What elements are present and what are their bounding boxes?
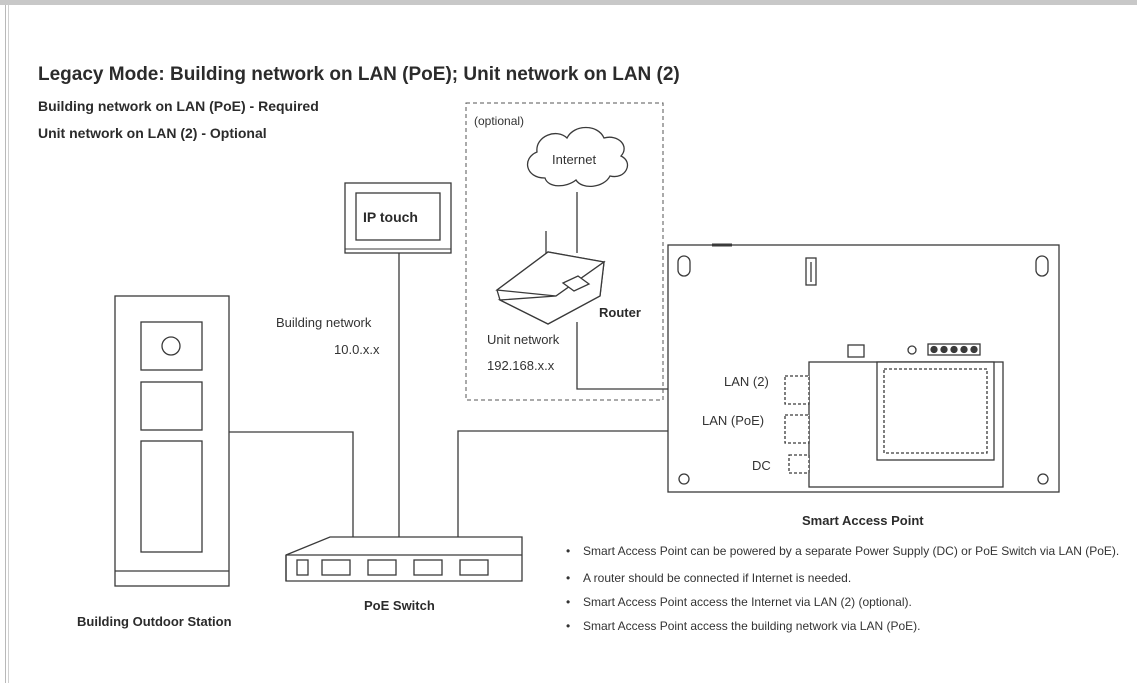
router-icon xyxy=(495,231,606,325)
port-lan2-label: LAN (2) xyxy=(724,374,769,389)
internet-cloud-icon xyxy=(527,126,629,187)
link-outdoor-to-switch xyxy=(229,431,354,540)
window-top-border xyxy=(0,0,1137,5)
optional-tag: (optional) xyxy=(474,114,525,128)
outdoor-station-icon xyxy=(114,295,230,587)
unit-network-ip: 192.168.x.x xyxy=(487,358,555,373)
note-text: Smart Access Point access the Internet v… xyxy=(583,595,912,609)
router-label: Router xyxy=(599,305,641,320)
window-left-border-inner xyxy=(8,5,9,683)
port-dc-label: DC xyxy=(752,458,771,473)
optional-region-box xyxy=(465,102,664,401)
unit-network-label: Unit network xyxy=(487,332,560,347)
ip-touch-label: IP touch xyxy=(363,209,418,225)
port-lan-poe-label: LAN (PoE) xyxy=(702,413,765,428)
note-text: Smart Access Point access the building n… xyxy=(583,619,921,633)
poe-switch-icon xyxy=(285,536,523,582)
subtitle-required: Building network on LAN (PoE) - Required xyxy=(38,98,319,114)
notes-list: •Smart Access Point can be powered by a … xyxy=(566,544,1121,634)
page-title: Legacy Mode: Building network on LAN (Po… xyxy=(38,64,680,85)
subtitle-optional: Unit network on LAN (2) - Optional xyxy=(38,125,267,141)
window-left-border xyxy=(5,5,6,683)
internet-label: Internet xyxy=(552,152,597,167)
note-item: •Smart Access Point access the Internet … xyxy=(566,595,912,609)
ip-touch-device-icon xyxy=(344,182,452,254)
note-item: •A router should be connected if Interne… xyxy=(566,571,852,585)
smart-access-point-icon xyxy=(667,243,1060,493)
note-text: A router should be connected if Internet… xyxy=(583,571,852,585)
note-item: •Smart Access Point access the building … xyxy=(566,619,921,633)
building-network-label: Building network xyxy=(276,315,372,330)
poe-switch-label: PoE Switch xyxy=(364,598,435,613)
smart-access-point-label: Smart Access Point xyxy=(802,513,924,528)
note-text: Smart Access Point can be powered by a s… xyxy=(583,544,1120,558)
note-item: •Smart Access Point can be powered by a … xyxy=(566,544,1120,558)
building-network-ip: 10.0.x.x xyxy=(334,342,380,357)
outdoor-station-label: Building Outdoor Station xyxy=(77,614,232,629)
